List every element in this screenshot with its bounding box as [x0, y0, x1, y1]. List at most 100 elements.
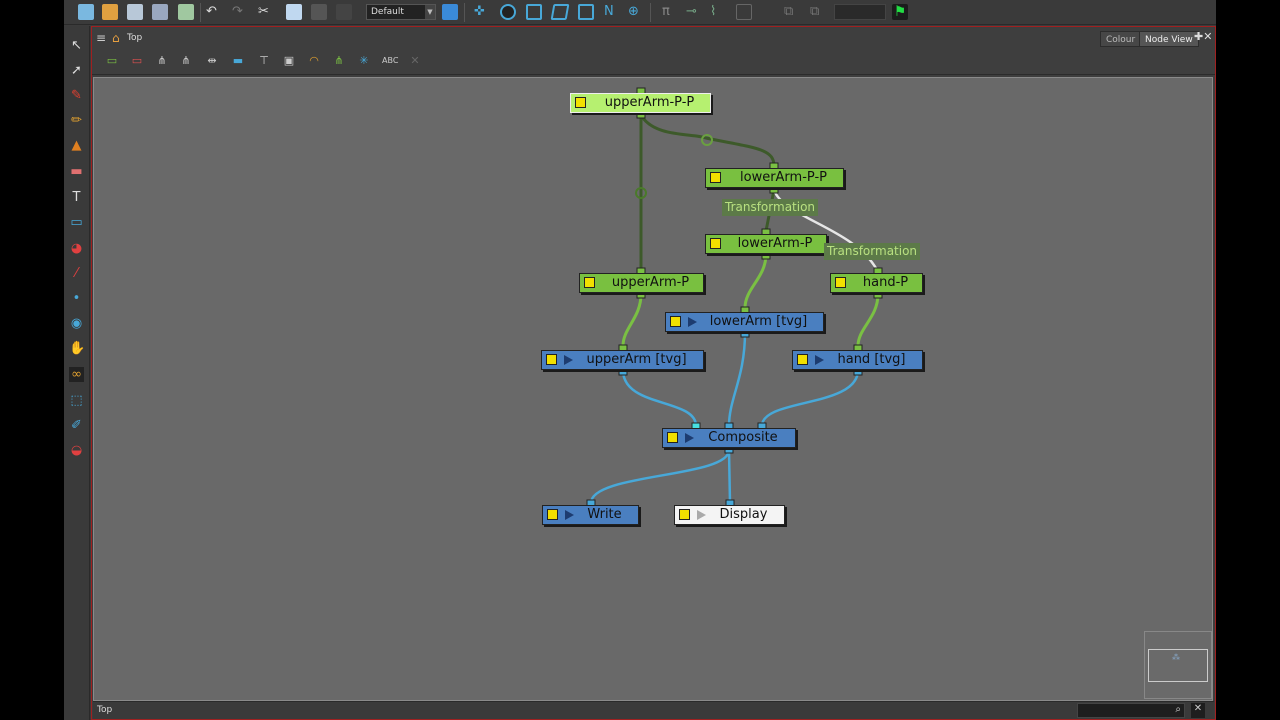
open-folder-icon[interactable]	[102, 4, 118, 20]
undo-icon[interactable]: ↶	[206, 4, 217, 19]
node-write[interactable]: Write	[542, 505, 639, 525]
crosshair-icon[interactable]: ✜	[474, 4, 485, 19]
transform-icon[interactable]	[578, 4, 594, 20]
ungroup-icon[interactable]: ⋔	[181, 54, 191, 67]
node-enable-toggle[interactable]	[670, 316, 681, 327]
node-upperArm-P[interactable]: upperArm-P	[579, 273, 704, 293]
add-peg-icon[interactable]: ▭	[106, 54, 118, 67]
rename-icon[interactable]: ABC	[382, 56, 399, 65]
flag-icon[interactable]: ⚑	[892, 4, 908, 20]
crop-icon[interactable]: ⬚	[70, 393, 83, 408]
snap-icon[interactable]: ✳	[359, 54, 369, 67]
add-drawing-icon[interactable]: ▭	[131, 54, 143, 67]
save-icon[interactable]	[127, 4, 143, 20]
preset-dropdown[interactable]: Default▼	[366, 4, 436, 20]
dropper-icon[interactable]: ⁄	[75, 266, 78, 281]
panel-controls[interactable]: ✚✕	[1194, 30, 1212, 43]
breadcrumb[interactable]: Top	[127, 33, 143, 43]
node-enable-toggle[interactable]	[710, 238, 721, 249]
search-icon[interactable]: ⌕	[1175, 704, 1181, 715]
node-enable-toggle[interactable]	[547, 509, 558, 520]
cable-composite-to-write[interactable]	[589, 449, 731, 504]
onion-skin-icon[interactable]	[500, 4, 516, 20]
hand-icon[interactable]: ✋	[69, 341, 86, 356]
group-icon[interactable]: ⋔	[157, 54, 167, 67]
node-enable-toggle[interactable]	[835, 277, 846, 288]
node-hand-P[interactable]: hand-P	[830, 273, 923, 293]
clear-search-icon[interactable]: ✕	[1191, 703, 1205, 718]
preview-icon[interactable]: ▣	[283, 54, 295, 67]
cable-hand-tvg-to-composite[interactable]	[760, 369, 860, 427]
cable-upperArm-P-P-to-lowerArm-P-P[interactable]	[639, 114, 776, 167]
eraser-icon[interactable]: ▬	[70, 164, 83, 179]
home-icon[interactable]: ⌂	[112, 31, 120, 45]
contour-select-icon[interactable]: ➚	[71, 63, 82, 78]
cable-upperArm-tvg-to-composite[interactable]	[621, 369, 698, 427]
node-composite[interactable]: Composite	[662, 428, 796, 448]
node-canvas[interactable]: upperArm-P-P lowerArm-P-P Transformation…	[93, 77, 1213, 701]
node-enable-toggle[interactable]	[546, 354, 557, 365]
cable-upperArm-P-to-upperArm-tvg[interactable]	[621, 293, 643, 347]
node-upperArm-P-P[interactable]: upperArm-P-P	[570, 93, 711, 113]
deformer-dropdown[interactable]	[834, 4, 886, 20]
transform-tool-icon[interactable]: ∞	[69, 367, 84, 382]
cable-hand-P-to-hand-tvg[interactable]	[856, 293, 880, 347]
bone-icon[interactable]: ⊸	[686, 4, 697, 19]
rotate-icon[interactable]: N	[604, 4, 614, 19]
cable-icon[interactable]: ▬	[232, 54, 244, 67]
tab-node-view[interactable]: Node View	[1139, 31, 1199, 47]
scale-icon[interactable]	[526, 4, 542, 20]
disable-icon[interactable]: ✕	[410, 54, 420, 67]
navigator-minimap[interactable]: ⁂	[1144, 631, 1212, 699]
export-icon[interactable]	[178, 4, 194, 20]
node-enable-toggle[interactable]	[710, 172, 721, 183]
node-upperArm-tvg[interactable]: upperArm [tvg]	[541, 350, 704, 370]
node-enable-toggle[interactable]	[679, 509, 690, 520]
skew-icon[interactable]	[550, 4, 570, 20]
envelope-icon[interactable]	[736, 4, 752, 20]
text-icon[interactable]: T	[72, 190, 81, 205]
pencil-icon[interactable]: ✏	[71, 113, 82, 128]
node-lowerArm-tvg[interactable]: lowerArm [tvg]	[665, 312, 824, 332]
deformer-icon[interactable]: π	[662, 4, 670, 19]
tab-colour[interactable]: Colour	[1100, 31, 1142, 47]
cable-lowerArm-tvg-to-composite[interactable]	[727, 331, 747, 427]
cauldron-icon[interactable]: ◒	[70, 443, 83, 458]
node-hand-tvg[interactable]: hand [tvg]	[792, 350, 923, 370]
cable-lowerArm-P-to-lowerArm-tvg[interactable]	[743, 253, 768, 309]
close-icon[interactable]: ✕	[1203, 30, 1213, 43]
copy-icon[interactable]	[286, 4, 302, 20]
stamp-icon[interactable]: ▲	[71, 138, 82, 153]
rectangle-icon[interactable]: ▭	[70, 215, 83, 230]
node-enable-toggle[interactable]	[584, 277, 595, 288]
brush-icon[interactable]: ✎	[71, 88, 82, 103]
ink-icon[interactable]: ◉	[70, 316, 83, 331]
cable-composite-to-display[interactable]	[727, 449, 732, 504]
paint-bucket-icon[interactable]: ◕	[70, 241, 83, 256]
search-input[interactable]: ⌕	[1077, 703, 1185, 718]
node-enable-toggle[interactable]	[575, 97, 586, 108]
add-view-icon[interactable]: ✚	[1194, 30, 1204, 43]
pivot-tool-icon[interactable]: •	[72, 291, 81, 306]
grid-deform-2-icon[interactable]: ⧉	[810, 4, 820, 19]
save-as-icon[interactable]	[152, 4, 168, 20]
node-display[interactable]: Display	[674, 505, 785, 525]
grid-deform-icon[interactable]: ⧉	[784, 4, 794, 19]
paste-icon[interactable]	[311, 4, 327, 20]
node-lowerArm-P-P[interactable]: lowerArm-P-P	[705, 168, 844, 188]
knife-icon[interactable]: ✐	[71, 418, 82, 433]
arrange-icon[interactable]: ⇹	[207, 54, 217, 67]
enable-icon[interactable]: ◠	[309, 54, 319, 67]
node-lowerArm-P[interactable]: lowerArm-P	[705, 234, 827, 254]
pivot-icon[interactable]: ⊕	[628, 4, 639, 19]
redo-icon[interactable]: ↷	[232, 4, 243, 19]
delete-icon[interactable]	[336, 4, 352, 20]
new-scene-icon[interactable]	[78, 4, 94, 20]
cut-icon[interactable]: ✂	[258, 4, 269, 19]
cable-midpoint[interactable]	[701, 134, 713, 146]
node-enable-toggle[interactable]	[797, 354, 808, 365]
curve-icon[interactable]: ⌇	[710, 4, 717, 19]
menu-icon[interactable]: ≡	[96, 31, 107, 45]
node-enable-toggle[interactable]	[667, 432, 678, 443]
minimap-viewport[interactable]	[1148, 649, 1208, 682]
